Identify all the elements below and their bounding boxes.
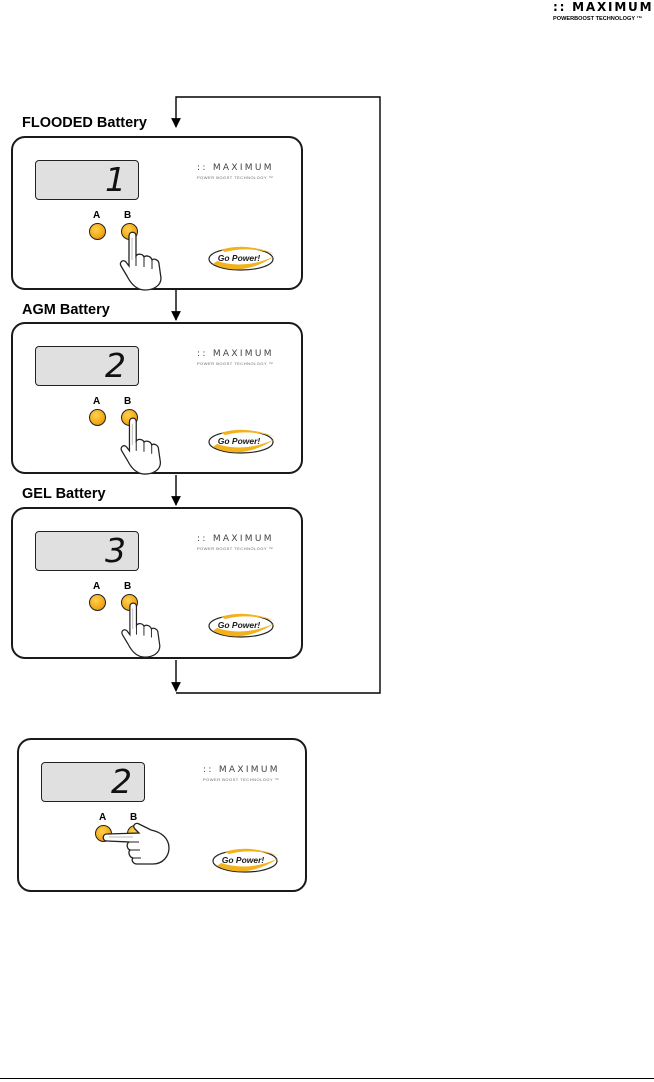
button-a[interactable] [89, 409, 106, 426]
panel-logo-sub: POWER BOOST TECHNOLOGY ™ [197, 175, 274, 180]
panel-logo-sub: POWER BOOST TECHNOLOGY ™ [203, 777, 280, 782]
go-power-text: Go Power! [217, 436, 261, 446]
panel-logo: :: MAXIMUM POWER BOOST TECHNOLOGY ™ [203, 765, 280, 782]
loop-line [171, 96, 381, 694]
panel-logo-mark: :: MAXIMUM [197, 163, 274, 173]
go-power-swoosh-icon [212, 848, 279, 873]
section-title-gel: GEL Battery [22, 486, 106, 502]
panel-logo-mark: :: MAXIMUM [197, 349, 274, 359]
panel-logo: :: MAXIMUM POWER BOOST TECHNOLOGY ™ [197, 163, 274, 180]
button-a-label: A [93, 210, 101, 221]
controller-panel-gel: 3 A B :: MAXIMUM POWER BOOST TECHNOLOGY … [11, 507, 303, 659]
panel-logo: :: MAXIMUM POWER BOOST TECHNOLOGY ™ [197, 534, 274, 551]
lcd-digit: 1 [105, 160, 126, 199]
go-power-logo: Go Power! [209, 846, 285, 876]
lcd-display: 1 [35, 160, 139, 200]
button-b-label: B [124, 396, 132, 407]
header-logo-sub: POWERBOOST TECHNOLOGY ™ [553, 16, 643, 22]
header-logo: :: MAXIMUM POWERBOOST TECHNOLOGY ™ [553, 0, 653, 30]
lcd-display: 3 [35, 531, 139, 571]
lcd-digit: 2 [105, 346, 126, 385]
controller-panel-agm: 2 A B :: MAXIMUM POWER BOOST TECHNOLOGY … [11, 322, 303, 475]
button-a-label: A [93, 396, 101, 407]
go-power-logo: Go Power! [205, 427, 281, 457]
lcd-display: 2 [35, 346, 139, 386]
controller-panel-confirm: 2 A B :: MAXIMUM POWER BOOST TECHNOLOGY … [17, 738, 307, 892]
pointing-hand-icon [119, 231, 162, 291]
section-title-flooded: FLOODED Battery [22, 115, 147, 131]
go-power-swoosh-icon [208, 613, 275, 638]
pointing-hand-icon [121, 602, 161, 658]
panel-logo-sub: POWER BOOST TECHNOLOGY ™ [197, 546, 274, 551]
go-power-text: Go Power! [217, 253, 261, 263]
button-b-label: B [124, 581, 132, 592]
pointing-hand-icon [102, 822, 170, 865]
pointing-hand-icon [120, 417, 162, 475]
button-a[interactable] [89, 594, 106, 611]
panel-logo-mark: :: MAXIMUM [203, 765, 280, 775]
button-b-label: B [130, 812, 138, 823]
go-power-logo: Go Power! [205, 244, 281, 274]
button-a-label: A [99, 812, 107, 823]
go-power-text: Go Power! [217, 620, 261, 630]
panel-logo: :: MAXIMUM POWER BOOST TECHNOLOGY ™ [197, 349, 274, 366]
section-title-agm: AGM Battery [22, 302, 110, 318]
button-a[interactable] [89, 223, 106, 240]
button-b-label: B [124, 210, 132, 221]
go-power-swoosh-icon [208, 246, 275, 271]
lcd-digit: 3 [105, 531, 126, 570]
go-power-swoosh-icon [208, 429, 275, 454]
controller-panel-flooded: 1 A B :: MAXIMUM POWER BOOST TECHNOLOGY … [11, 136, 303, 291]
header-logo-mark: :: MAXIMUM [553, 0, 654, 14]
button-a-label: A [93, 581, 101, 592]
go-power-text: Go Power! [221, 855, 265, 865]
go-power-logo: Go Power! [205, 611, 281, 641]
lcd-digit: 2 [111, 762, 132, 801]
panel-logo-sub: POWER BOOST TECHNOLOGY ™ [197, 361, 274, 366]
lcd-display: 2 [41, 762, 145, 802]
panel-logo-mark: :: MAXIMUM [197, 534, 274, 544]
footer-rule [0, 1078, 654, 1079]
